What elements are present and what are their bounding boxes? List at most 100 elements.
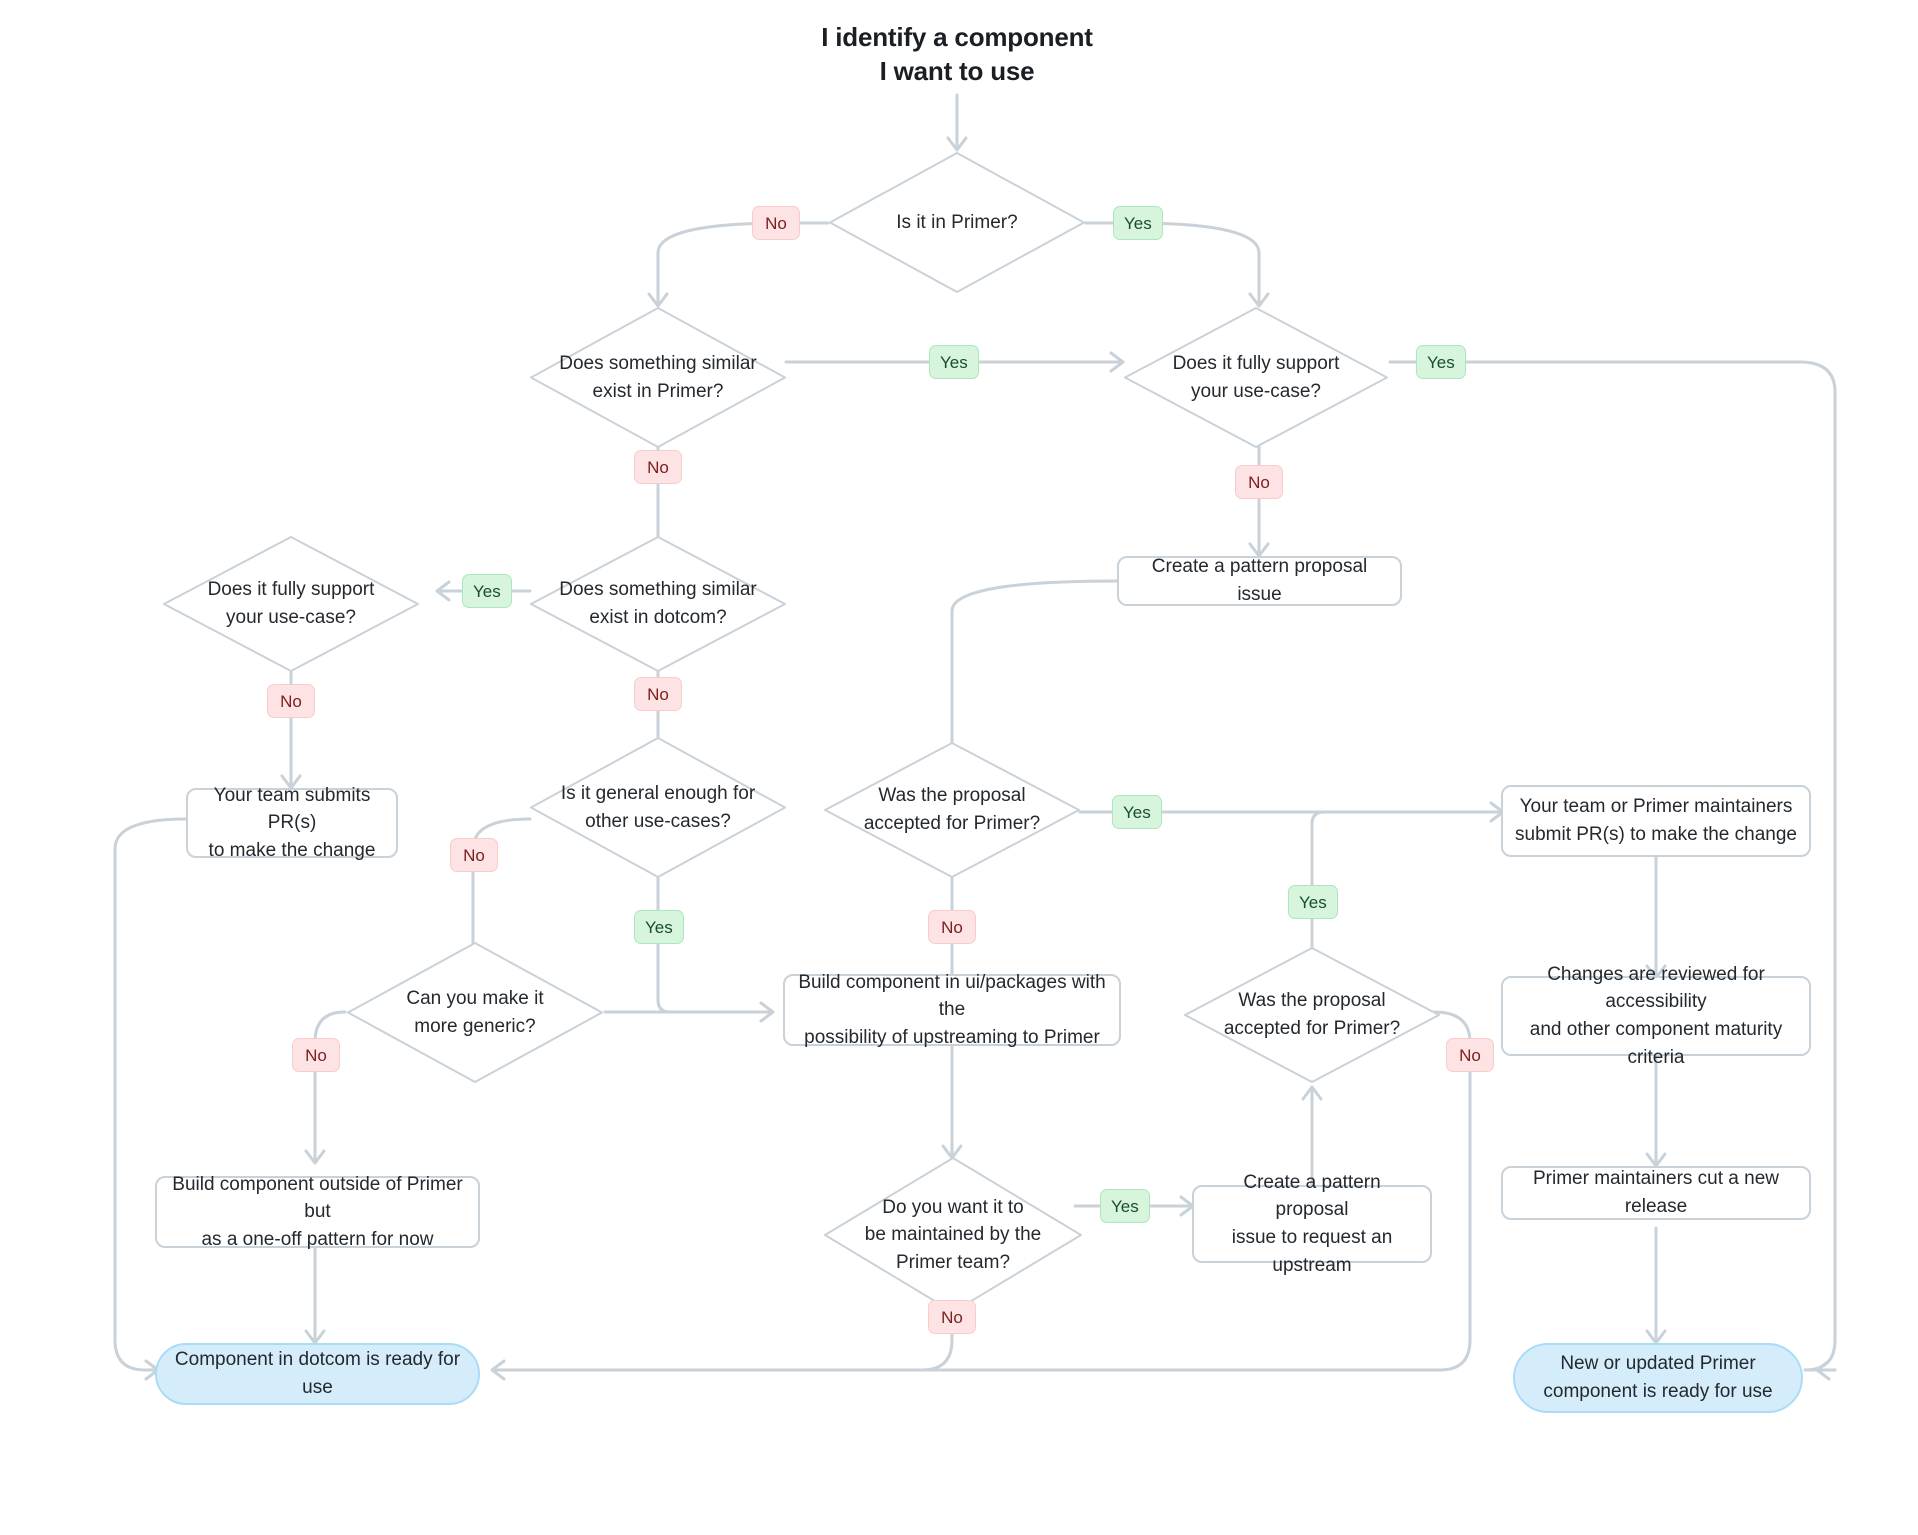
line-1: Does it fully support (1172, 352, 1340, 374)
line-1: Your team submits PR(s) (213, 784, 371, 834)
terminal-primer-ready[interactable]: New or updated Primer component is ready… (1513, 1343, 1803, 1413)
decision-maintained-by-primer-team[interactable]: Do you want it to be maintained by the P… (822, 1155, 1084, 1315)
line-1: Create a pattern proposal (1243, 1171, 1381, 1221)
arrowhead-similarprimer-yes (1109, 351, 1125, 373)
start-title-line2: I want to use (879, 56, 1035, 86)
diamond-shape (827, 150, 1087, 295)
decision-label: Does it fully support your use-case? (1122, 350, 1390, 405)
edge-teamsubmitspr-to-dotcomready (113, 817, 188, 1372)
decision-label: Does something similar exist in Primer? (528, 350, 788, 405)
edge-label-similardotcom-yes: Yes (462, 574, 512, 608)
process-build-outside-primer[interactable]: Build component outside of Primer but as… (155, 1174, 480, 1250)
line-1: New or updated Primer (1560, 1353, 1756, 1375)
edge-label-maintained-no: No (928, 1300, 976, 1334)
line-2: more generic? (414, 1015, 536, 1037)
decision-label: Is it in Primer? (896, 211, 1018, 233)
edge-isprimer-yes (1084, 221, 1261, 305)
diamond-shape (528, 305, 788, 450)
edge-label-isprimer-yes: Yes (1113, 206, 1163, 240)
line-1: Changes are reviewed for accessibility (1547, 963, 1765, 1013)
arrowhead-primerready-right (1815, 1359, 1831, 1381)
edge-generalenough-yes (656, 876, 772, 1014)
process-changes-reviewed[interactable]: Changes are reviewed for accessibility a… (1501, 964, 1811, 1068)
decision-similar-in-primer[interactable]: Does something similar exist in Primer? (528, 305, 788, 450)
line-1: Your team or Primer maintainers (1519, 796, 1793, 818)
line-2: other use-cases? (585, 810, 731, 832)
decision-fully-support-primer[interactable]: Does it fully support your use-case? (1122, 305, 1390, 450)
edge-label-fullysupportprimer-yes: Yes (1416, 345, 1466, 379)
edge-label-accepted1-no: No (928, 910, 976, 944)
edge-label-fullysupportdotcom-no: No (267, 684, 315, 718)
line-1: Build component in ui/packages with the (798, 971, 1106, 1021)
line-2: exist in Primer? (592, 380, 724, 402)
line-1: Build component outside of Primer but (172, 1173, 463, 1223)
decision-label: Does it fully support your use-case? (161, 576, 421, 631)
decision-proposal-accepted-primer-2[interactable]: Was the proposal accepted for Primer? (1182, 945, 1442, 1085)
edge-label-generalenough-no: No (450, 838, 498, 872)
diamond-shape (822, 740, 1082, 880)
diamond-shape (345, 940, 605, 1085)
edge-label-similarprimer-no: No (634, 450, 682, 484)
process-create-pattern-proposal-issue[interactable]: Create a pattern proposal issue (1117, 556, 1402, 606)
decision-proposal-accepted-primer-1[interactable]: Was the proposal accepted for Primer? (822, 740, 1082, 880)
line-2: and other component maturity criteria (1529, 1019, 1783, 1068)
arrowhead-similar-primer (647, 292, 669, 308)
diamond-shape (1182, 945, 1442, 1085)
start-title: I identify a component I want to use (757, 18, 1157, 90)
line-2: exist in dotcom? (589, 607, 727, 628)
decision-similar-in-dotcom[interactable]: Does something similar exist in dotcom? (528, 534, 788, 674)
diamond-shape (528, 534, 788, 674)
edge-accepted2-no (493, 1010, 1472, 1372)
process-team-or-primer-submit-pr[interactable]: Your team or Primer maintainers submit P… (1501, 785, 1811, 857)
edge-label-generalenough-yes: Yes (634, 910, 684, 944)
line-2: your use-case? (226, 607, 356, 628)
arrowhead-fullysupport-dotcom (435, 580, 451, 602)
decision-label: Do you want it to be maintained by the P… (822, 1194, 1084, 1277)
line-1: Does it fully support (207, 579, 375, 601)
decision-can-you-make-it-more-generic[interactable]: Can you make it more generic? (345, 940, 605, 1085)
process-build-component-in-ui-packages[interactable]: Build component in ui/packages with the … (783, 972, 1121, 1048)
line-1: Can you make it (406, 987, 544, 1009)
line-1: Was the proposal (1238, 990, 1386, 1012)
arrowhead-fullysupport-primer (1248, 292, 1270, 308)
line-1: Is it general enough for (560, 782, 756, 804)
edge-label-accepted1-yes: Yes (1112, 795, 1162, 829)
decision-label: Was the proposal accepted for Primer? (1182, 987, 1442, 1042)
line-3: Primer team? (895, 1251, 1011, 1273)
diamond-shape (528, 735, 788, 880)
start-title-line1: I identify a component (821, 21, 1093, 52)
edge-label-fullysupportprimer-no: No (1235, 465, 1283, 499)
decision-is-it-general-enough[interactable]: Is it general enough for other use-cases… (528, 735, 788, 880)
diamond-shape (1122, 305, 1390, 450)
decision-label: Can you make it more generic? (345, 985, 605, 1040)
decision-label: Is it general enough for other use-cases… (528, 780, 788, 835)
process-cut-new-release[interactable]: Primer maintainers cut a new release (1501, 1166, 1811, 1220)
line-2: to make the change (208, 839, 376, 861)
line-2: your use-case? (1191, 380, 1321, 402)
arrowhead-accepted2 (1301, 1085, 1323, 1101)
decision-label: Does something similar exist in dotcom? (528, 576, 788, 631)
edge-label-similardotcom-no: No (634, 677, 682, 711)
edge-label-isprimer-no: No (752, 206, 800, 240)
line-2: component is ready for use (1543, 1381, 1773, 1402)
edge-label-similarprimer-yes: Yes (929, 345, 979, 379)
decision-fully-support-dotcom[interactable]: Does it fully support your use-case? (161, 534, 421, 674)
process-your-team-submits-pr[interactable]: Your team submits PR(s) to make the chan… (186, 785, 398, 861)
terminal-dotcom-ready[interactable]: Component in dotcom is ready for use (155, 1343, 480, 1405)
line-1: Do you want it to (882, 1196, 1024, 1218)
decision-is-it-in-primer[interactable]: Is it in Primer? (827, 150, 1087, 295)
arrowhead-buildoutside (304, 1149, 326, 1165)
line-2: as a one-off pattern for now (201, 1228, 434, 1250)
decision-label: Was the proposal accepted for Primer? (822, 782, 1082, 837)
line-2: issue to request an upstream (1231, 1227, 1393, 1276)
line-1: Does something similar (559, 579, 757, 601)
line-1: Does something similar (559, 352, 757, 374)
arrowhead-isprimer (946, 136, 968, 152)
arrowhead-buildui-from-general (759, 1001, 775, 1023)
process-label: Primer maintainers cut a new release (1532, 1168, 1780, 1217)
line-2: accepted for Primer? (863, 813, 1041, 834)
terminal-label: Component in dotcom is ready for use (174, 1349, 461, 1398)
process-create-upstream-proposal[interactable]: Create a pattern proposal issue to reque… (1192, 1172, 1432, 1276)
diamond-shape (161, 534, 421, 674)
